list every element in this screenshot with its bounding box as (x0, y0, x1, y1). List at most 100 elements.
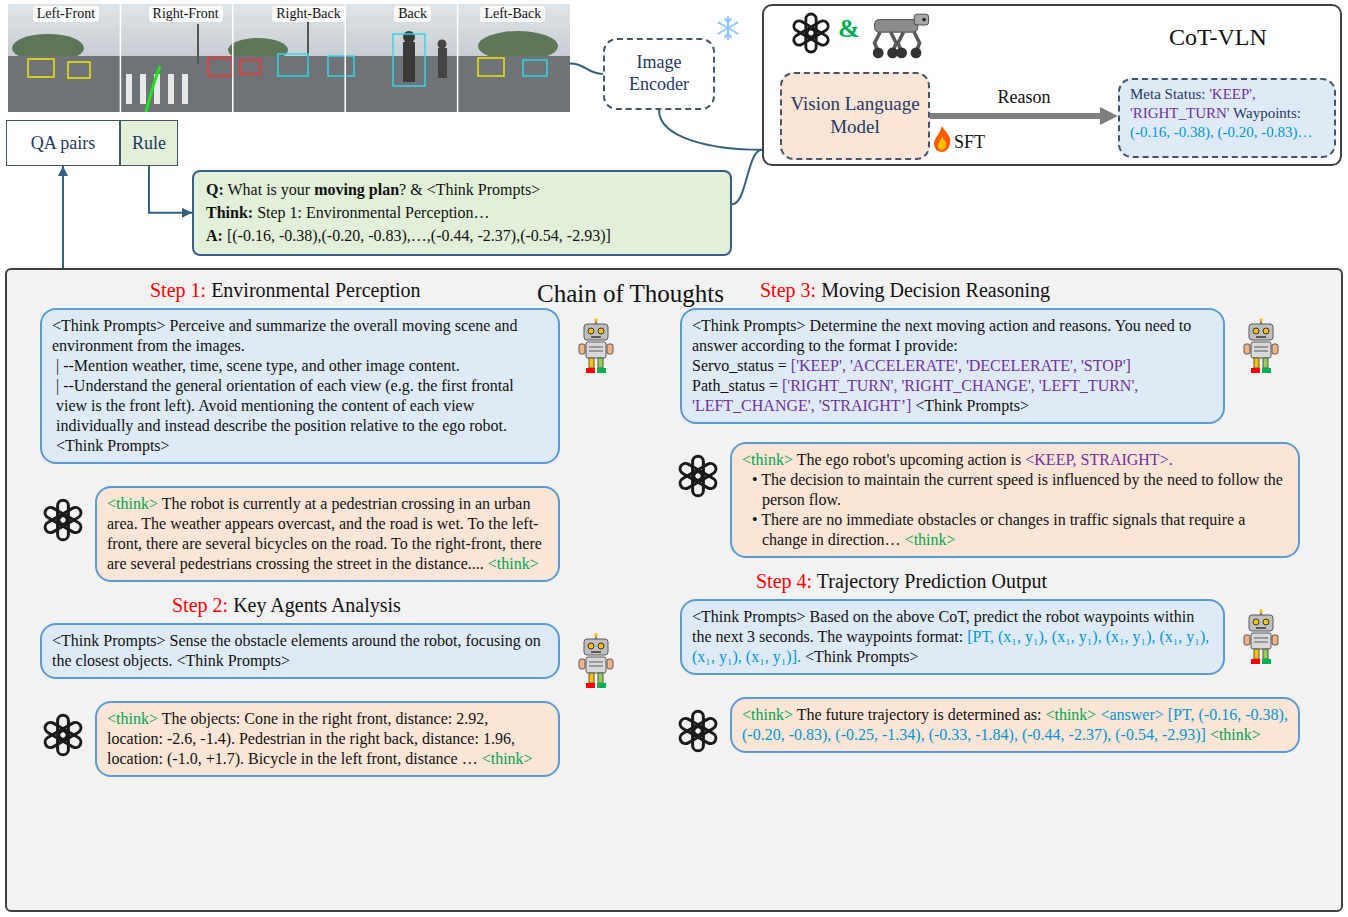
text-line: Path_status = ['RIGHT_TURN', 'RIGHT_CHAN… (692, 376, 1213, 416)
label-text: Trajectory Prediction Output (817, 570, 1047, 592)
robot-icon (1241, 318, 1281, 374)
label-text: Step 3: (760, 279, 816, 301)
node-text: [(-0.16, -0.38),(-0.20, -0.83),…,(-0.44,… (227, 227, 611, 244)
step-heading: Step 2: Key Agents Analysis (172, 594, 401, 617)
prompt-bubble: <Think Prompts> Determine the next movin… (680, 308, 1225, 424)
node-text: • There are no immediate obstacles or ch… (752, 511, 1245, 548)
node-text: Meta Status: (1130, 86, 1205, 102)
node-text: ['KEEP', 'ACCELERATE', 'DECELERATE', 'ST… (791, 357, 1131, 374)
label-text: Environmental Perception (211, 279, 420, 301)
node-text: CoT-VLN (1169, 24, 1267, 51)
node-text: The robot is currently at a pedestrian c… (107, 495, 542, 572)
node-text: ? & <Think Prompts> (399, 181, 540, 198)
node-text: <think> (107, 710, 158, 727)
connector (62, 166, 64, 268)
connector (149, 166, 192, 213)
text-line: <Think Prompts> Perceive and summarize t… (52, 316, 548, 356)
label-text: Key Agents Analysis (233, 594, 401, 616)
text-line: Rule (132, 133, 166, 154)
label-text: Step 4: (756, 570, 812, 592)
text-line: Vision Language Model (788, 93, 922, 139)
openai-logo (674, 452, 722, 500)
node-text: <Think Prompts> Sense the obstacle eleme… (52, 632, 541, 669)
openai-logo (39, 711, 87, 759)
step-heading: Step 1: Environmental Perception (150, 279, 421, 302)
cot-panel: Chain of Thoughts <Think Prompts> Perceiv… (5, 268, 1343, 912)
step-heading: Step 4: Trajectory Prediction Output (756, 570, 1047, 593)
step-heading: Step 3: Moving Decision Reasoning (760, 279, 1050, 302)
robot-icon (576, 318, 616, 374)
connector (570, 63, 603, 74)
robot-icon-shape (579, 318, 613, 373)
node-text: Waypoints: (1233, 105, 1301, 121)
output-box: Meta Status: 'KEEP', 'RIGHT_TURN' Waypoi… (1118, 78, 1336, 158)
ampersand: & (838, 14, 860, 44)
label-text: Moving Decision Reasoning (821, 279, 1050, 301)
text-line: & (838, 14, 860, 44)
node-text: <think> (482, 750, 533, 767)
node-text: <Think Prompts> (915, 397, 1029, 414)
text-line: <Think Prompts> Based on the above CoT, … (692, 607, 1213, 667)
node-text: <Think Prompts> Determine the next movin… (692, 317, 1191, 354)
qa-box: QA pairs (6, 120, 120, 166)
text-line: Image Encoder (619, 52, 699, 95)
text-line: Step 4: Trajectory Prediction Output (756, 570, 1047, 593)
text-line: <Think Prompts> Sense the obstacle eleme… (52, 631, 548, 671)
node-text: The ego robot's upcoming action is (797, 451, 1022, 468)
node-text: Right-Front (149, 6, 223, 22)
node-text: QA pairs (31, 133, 96, 153)
encoder-box: Image Encoder (603, 38, 715, 110)
node-text: <KEEP, STRAIGHT>. (1025, 451, 1172, 468)
openai-logo-shape (43, 500, 83, 540)
node-text: A: (206, 227, 223, 244)
node-text: Chain of Thoughts (537, 280, 724, 308)
node-text: Image Encoder (629, 52, 689, 94)
text-line: | --Understand the general orientation o… (52, 376, 548, 456)
node-text: Q: (206, 181, 224, 198)
text-line: Q: What is your moving plan? & <Think Pr… (206, 178, 718, 201)
node-text: Left-Front (33, 6, 99, 22)
connector (732, 150, 762, 204)
text-line: Left-Front Right-Front Right-Back Back L… (8, 4, 570, 22)
robot-icon (576, 633, 616, 689)
node-text: Left-Back (480, 6, 545, 22)
text-line: • There are no immediate obstacles or ch… (742, 510, 1288, 550)
node-text: Rule (132, 133, 166, 153)
text-line: Step 1: Environmental Perception (150, 279, 421, 302)
reason-arrow (930, 113, 1106, 119)
node-text: Servo_status = (692, 357, 787, 374)
node-text: <Think Prompts> (805, 648, 919, 665)
node-text: Step 1: Environmental Perception… (257, 204, 489, 221)
text-line: • The decision to maintain the current s… (742, 470, 1288, 510)
text-line: Servo_status = ['KEEP', 'ACCELERATE', 'D… (692, 356, 1213, 376)
answer-bubble: <think> The objects: Cone in the right f… (95, 701, 560, 777)
node-text: | --Mention weather, time, scene type, a… (56, 357, 460, 374)
prompt-bubble: <Think Prompts> Perceive and summarize t… (40, 308, 560, 464)
openai-logo (674, 707, 722, 755)
text-line: <think> The future trajectory is determi… (742, 705, 1288, 745)
node-text: <think> (742, 706, 793, 723)
robot-icon-shape (1244, 609, 1278, 664)
node-text: | --Understand the general orientation o… (56, 377, 514, 454)
text-line: <Think Prompts> Determine the next movin… (692, 316, 1213, 356)
openai-logo-shape (678, 456, 718, 496)
node-text: (-0.16, -0.38), (-0.20, -0.83)… (1130, 124, 1312, 140)
node-text: Right-Back (272, 6, 345, 22)
node-text: The future trajectory is determined as: (797, 706, 1042, 723)
text-line: Think: Step 1: Environmental Perception… (206, 201, 718, 224)
prompt-bubble: <Think Prompts> Based on the above CoT, … (680, 599, 1225, 675)
text-line: QA pairs (31, 133, 96, 154)
text-line: Step 3: Moving Decision Reasoning (760, 279, 1050, 302)
label-text: Step 1: (150, 279, 206, 301)
node-text: <answer> (1100, 706, 1163, 723)
node-text: Back (394, 6, 431, 22)
edge-label: Reason (995, 87, 1054, 108)
label-text: Step 2: (172, 594, 228, 616)
node-text: <think> (1210, 726, 1261, 743)
node-text: moving plan (314, 181, 399, 198)
label-text: & (838, 14, 860, 43)
node-text: Path_status = (692, 377, 778, 394)
node-text: <Think Prompts> Perceive and summarize t… (52, 317, 517, 354)
node-text: What is your (228, 181, 311, 198)
connector (659, 110, 762, 150)
